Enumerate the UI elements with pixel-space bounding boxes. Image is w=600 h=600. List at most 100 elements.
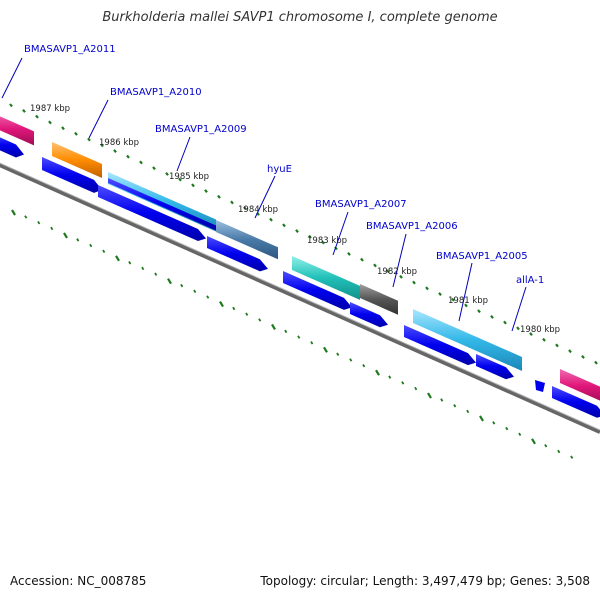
inner-track-dot [154,272,158,276]
gene-feature-a2010 [52,142,102,178]
outer-track-dot [165,171,169,176]
inner-track-dot [232,306,236,311]
outer-track-dot [464,303,468,308]
outer-track-dot [412,280,416,285]
inner-track-dot [219,300,224,308]
outer-track-dot [347,252,351,256]
inner-track-dot [258,318,262,322]
inner-track-dot [492,421,496,425]
accession-value: NC_008785 [77,574,147,588]
outer-track-dot [113,149,117,153]
inner-track-dot [76,238,80,242]
inner-track-dot [63,232,68,239]
outer-track-dot [477,309,481,314]
inner-track-dot [349,358,353,362]
outer-track-dot [360,257,364,262]
kbp-tick-label: 1983 kbp [307,236,347,246]
outer-track-dot [295,229,299,234]
outer-track-dot [516,326,520,331]
inner-track-dot [531,438,536,445]
gene-leader-line [511,286,527,332]
outer-track-dot [243,206,247,211]
inner-track-dot [167,278,172,285]
outer-track-dot [126,154,130,159]
inner-track-dot [89,243,93,248]
inner-track-dot [479,415,484,422]
cds-arrow [350,302,388,328]
inner-track-dot [388,375,392,379]
chromosome-backbone-highlight [0,162,600,431]
outer-track-dot [48,120,52,125]
kbp-tick-label: 1987 kbp [30,104,70,114]
outer-track-dot [542,337,546,342]
outer-track-dot [204,189,208,193]
cds-arrow [283,271,352,310]
gene-label: BMASAVP1_A2010 [110,87,202,98]
inner-track-dot [180,283,184,288]
inner-track-dot [128,261,132,265]
inner-track-dot [544,444,548,448]
outer-track-dot [282,223,286,228]
inner-track-dot [570,455,574,459]
topology-info: Topology: circular; Length: 3,497,479 bp… [260,574,590,588]
outer-track-dot [35,114,39,119]
kbp-tick-label: 1984 kbp [238,205,278,215]
cds-arrow [476,354,514,380]
outer-track-dot [100,143,104,148]
cds-arrow [535,380,545,392]
outer-track-dot [178,177,182,182]
outer-track-dot [451,297,455,302]
accession-label: Accession: [10,574,74,588]
map-title: Burkholderia mallei SAVP1 chromosome I, … [102,10,498,25]
inner-track-dot [310,341,314,345]
gene-label: BMASAVP1_A2005 [436,251,528,262]
cds-arrow [42,157,102,193]
inner-track-dot [271,323,276,330]
outer-track-dot [425,286,429,291]
inner-track-dot [24,215,28,219]
inner-track-dot [518,432,522,437]
outer-track-dot [386,269,390,274]
inner-track-dot [414,386,418,391]
outer-track-dot [191,183,195,188]
outer-track-dot [139,160,143,165]
outer-track-dot [594,360,598,365]
inner-track-dot [427,392,432,399]
kbp-tick-label: 1981 kbp [448,296,488,306]
outer-track-dot [269,217,273,222]
outer-track-dot [529,332,533,336]
gene-label: BMASAVP1_A2009 [155,124,247,135]
kbp-tick-label: 1986 kbp [99,138,139,148]
inner-track-dot [466,409,470,414]
cds-arrow [404,325,476,366]
inner-track-dot [440,398,444,402]
inner-track-dot [336,352,340,356]
outer-track-dot [399,274,403,279]
gene-feature-alla [560,369,600,401]
inner-track-dot [323,346,328,353]
inner-track-dot [50,226,54,231]
cds-arrow [108,178,216,231]
cds-arrow [0,137,24,158]
inner-track-dot [11,209,16,216]
outer-track-dot [373,263,377,268]
outer-track-dot [61,126,65,131]
inner-track-dot [115,255,120,262]
outer-track-dot [321,240,325,245]
inner-track-dot [297,335,301,339]
gene-label: BMASAVP1_A2011 [24,44,116,55]
accession: Accession: NC_008785 [10,574,146,588]
gene-label: BMASAVP1_A2007 [315,199,407,210]
gene-label: BMASAVP1_A2006 [366,221,458,232]
outer-track-dot [308,234,312,239]
inner-track-dot [193,289,197,294]
cds-arrow [552,386,600,418]
outer-track-dot [9,103,13,108]
inner-track-dot [375,369,380,376]
outer-track-dot [438,292,442,296]
outer-track-dot [22,109,26,113]
gene-leader-line [254,175,276,219]
kbp-tick-label: 1980 kbp [520,325,560,335]
inner-track-dot [505,426,509,431]
